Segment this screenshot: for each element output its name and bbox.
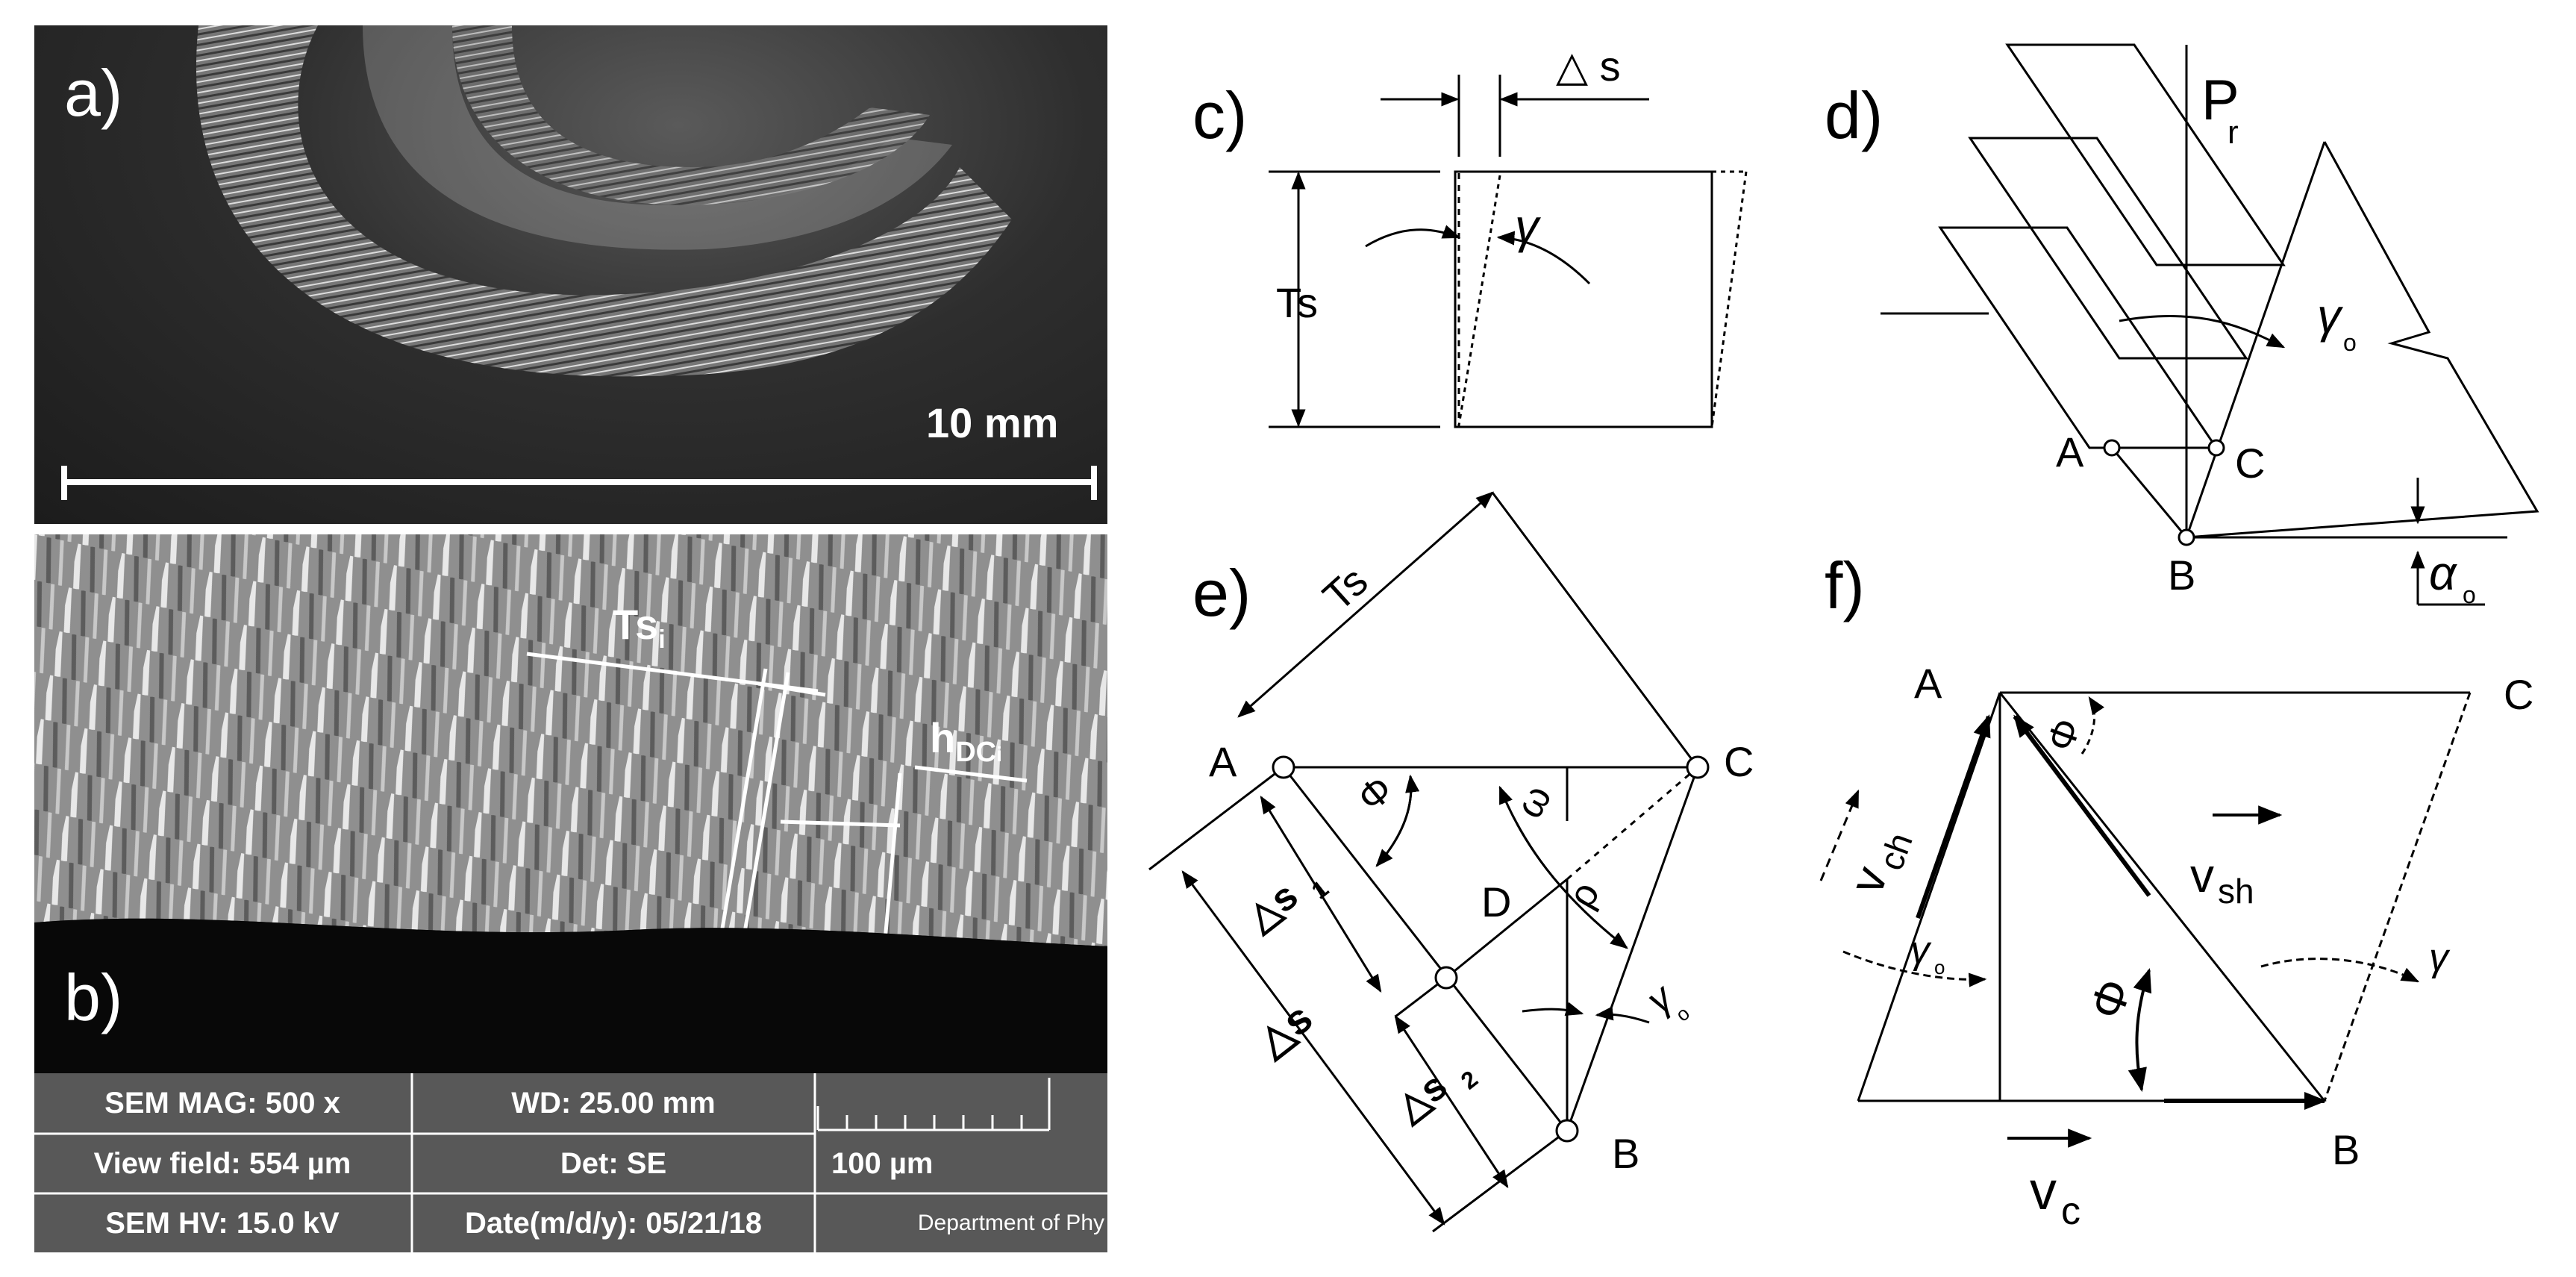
vc-label: v c <box>2030 1161 2081 1233</box>
pr-label: P r <box>2201 69 2239 151</box>
sem-wd: WD: 25.00 mm <box>511 1086 716 1120</box>
scale-label: 10 mm <box>926 399 1059 446</box>
panel-e-label: e) <box>1192 556 1251 630</box>
ts-label-c: Ts <box>1276 279 1318 326</box>
vsh-label: v sh <box>2190 849 2254 911</box>
point-a-f: A <box>1914 660 1942 707</box>
hdc-i-label: hDCi <box>930 714 1002 769</box>
sem-scale-ruler <box>816 1078 1051 1131</box>
gamma-label-c: γ <box>1515 199 1542 253</box>
panel-f-diagram <box>1819 691 2472 1148</box>
sem-scale-value: 100 µm <box>831 1146 934 1180</box>
svg-text:r: r <box>2228 114 2239 151</box>
panel-a-label: a) <box>64 56 123 130</box>
svg-text:γ: γ <box>2317 289 2344 343</box>
delta-s-label: △ s <box>1556 43 1621 90</box>
ds2-label: △s 2 <box>1387 1064 1483 1131</box>
phi-label-e: Φ <box>1349 767 1401 820</box>
panel-c-label: c) <box>1192 78 1247 152</box>
panel-e-diagram <box>1148 491 1710 1233</box>
ds-label-e: △s <box>1247 993 1321 1066</box>
point-b-d: B <box>2168 552 2195 599</box>
alpha0-label-d: α o <box>2429 546 2476 608</box>
segment-texture <box>34 534 1107 1073</box>
vch-label: v ch <box>1839 828 1920 900</box>
svg-text:P: P <box>2201 69 2239 132</box>
sem-det: Det: SE <box>560 1146 667 1180</box>
svg-text:o: o <box>1672 1002 1694 1025</box>
svg-text:sh: sh <box>2218 872 2254 911</box>
ts-i-label: Tsi <box>613 601 666 655</box>
point-c-f: C <box>2504 671 2533 718</box>
gamma0-label-e: γ o <box>1638 975 1694 1025</box>
panel-b-label: b) <box>64 961 123 1034</box>
panel-f-label: f) <box>1825 549 1865 622</box>
svg-text:γ: γ <box>1910 928 1932 972</box>
gamma0-label-d: γ o <box>2317 289 2357 356</box>
sem-info-bar: SEM MAG: 500 x WD: 25.00 mm View field: … <box>34 1073 1107 1252</box>
sem-photo-segments: b) Tsi hDCi <box>34 534 1107 1073</box>
point-b-e: B <box>1612 1130 1639 1177</box>
svg-text:α: α <box>2429 546 2457 600</box>
svg-text:△s: △s <box>1238 874 1307 940</box>
sem-date: Date(m/d/y): 05/21/18 <box>465 1206 762 1240</box>
ts-label-e: Ts <box>1314 557 1377 619</box>
point-d-e: D <box>1481 878 1511 925</box>
svg-text:v: v <box>2190 849 2214 902</box>
svg-text:△s: △s <box>1387 1064 1456 1131</box>
gamma-label-f: γ <box>2429 936 2451 979</box>
panel-c-diagram <box>1269 75 1748 428</box>
svg-text:o: o <box>2463 581 2476 608</box>
svg-text:v: v <box>2030 1161 2057 1221</box>
point-a-e: A <box>1209 738 1237 785</box>
svg-text:c: c <box>2061 1190 2081 1233</box>
svg-text:o: o <box>2343 329 2357 356</box>
svg-text:1: 1 <box>1307 875 1334 904</box>
omega-label-e: ω <box>1507 778 1560 825</box>
svg-text:ch: ch <box>1871 828 1919 875</box>
sem-photo-chip: a) 10 mm <box>34 25 1107 524</box>
phi-label-f-bottom: Φ <box>2078 972 2142 1026</box>
point-c-e: C <box>1724 738 1754 785</box>
sem-department: Department of Phy <box>917 1211 1104 1235</box>
svg-text:2: 2 <box>1456 1065 1483 1094</box>
sem-mag: SEM MAG: 500 x <box>104 1086 340 1120</box>
gamma0-label-f: γ o <box>1910 928 1945 978</box>
panel-d-diagram <box>1881 43 2539 606</box>
sem-hv: SEM HV: 15.0 kV <box>105 1206 340 1240</box>
chip-curl-illustration <box>61 25 1097 500</box>
sem-view-field: View field: 554 µm <box>93 1146 351 1180</box>
svg-text:o: o <box>1934 956 1945 978</box>
point-c-d: C <box>2235 440 2265 487</box>
point-b-f: B <box>2332 1126 2360 1173</box>
panel-d-label: d) <box>1825 78 1883 152</box>
point-a-d: A <box>2056 428 2084 475</box>
ds1-label: △s 1 <box>1238 874 1334 940</box>
